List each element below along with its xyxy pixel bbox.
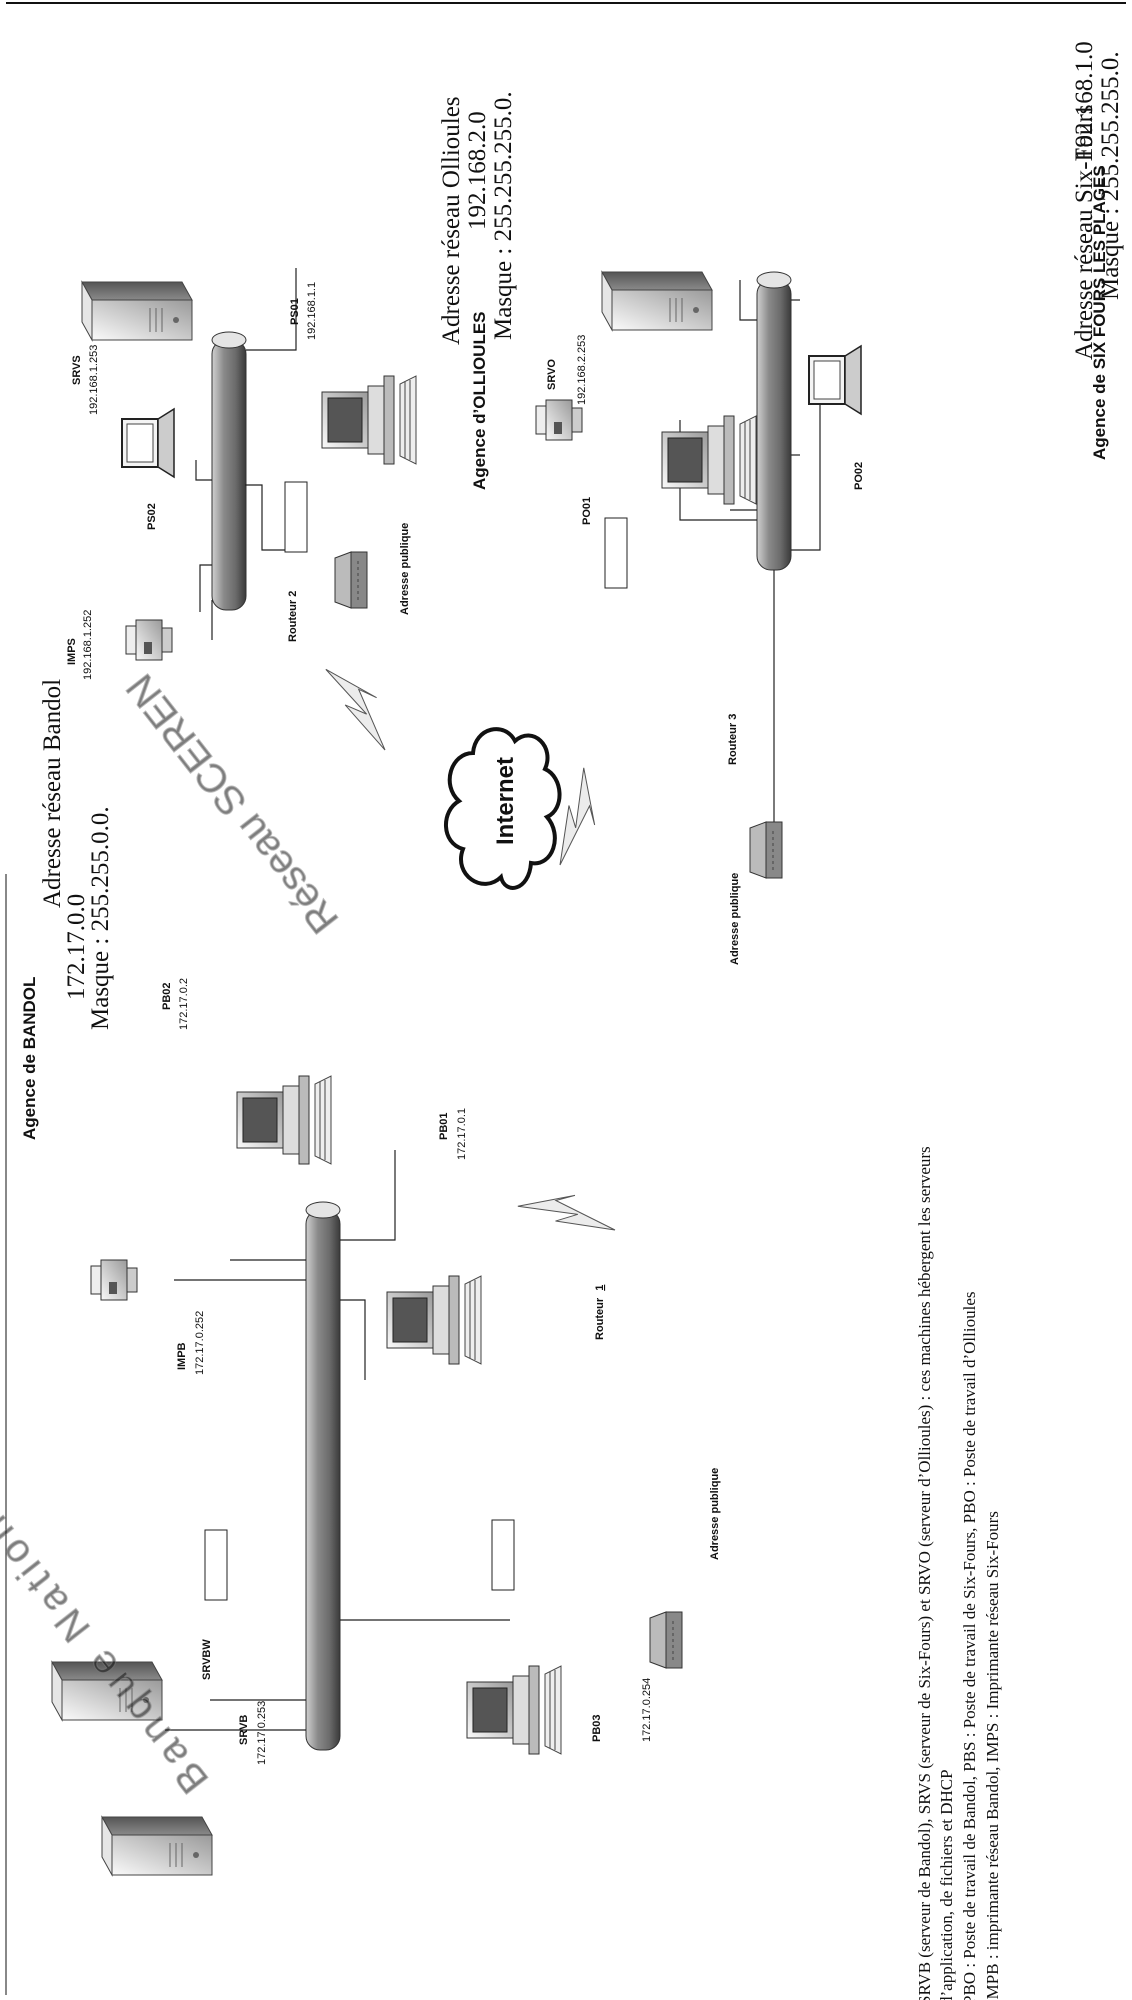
agency-bandol: Agence de BANDOL Adresse réseau Bandol 1…: [5, 679, 721, 1995]
imps-ip: 192.168.1.252: [82, 610, 94, 680]
po01-address-box: [604, 517, 628, 589]
imps-printer-icon: [125, 619, 173, 661]
legend-line-2: d’application, de fichiers et DHCP: [937, 1769, 956, 2000]
router-1-icon: [649, 1611, 683, 1669]
pb01-ip: 172.17.0.1: [456, 1108, 468, 1160]
watermark-line-2: Réseau SCEREN: [118, 666, 347, 942]
six-fours-title: Agence de SIX FOURS LES PLAGES: [1090, 165, 1109, 460]
bandol-backbone: [305, 1201, 341, 1751]
ollioules-network-label: Adresse réseau Ollioules: [438, 96, 465, 345]
po02-name: PO02: [853, 462, 865, 490]
pb02-ip: 172.17.0.2: [178, 978, 190, 1030]
six-fours-backbone: [211, 331, 247, 611]
srvb-server-icon: [101, 1816, 213, 1876]
bandol-cables: [165, 1150, 510, 1731]
srvs-ip: 192.168.1.253: [88, 345, 100, 415]
pb01-pc-icon: [386, 1275, 482, 1365]
srvbw-name: SRVBW: [201, 1639, 213, 1680]
internet-cloud: Internet: [444, 727, 562, 890]
router-1-public-address: Adresse publique: [709, 1468, 721, 1560]
pb03-address-box: [491, 1519, 515, 1591]
srvb-name: SRVB: [238, 1715, 250, 1745]
srvs-name: SRVS: [71, 355, 83, 385]
legend: SRVB (serveur de Bandol), SRVS (serveur …: [915, 1146, 1002, 2000]
bandol-network-address: 172.17.0.0: [63, 894, 90, 1000]
router-3-icon: [749, 821, 783, 879]
router-2-icon: [334, 551, 368, 609]
srvo-ip: 192.168.2.253: [576, 335, 588, 405]
ps01-name: PS01: [289, 298, 301, 325]
pb03-ip: 172.17.0.254: [641, 1678, 653, 1742]
ollioules-network-address: 192.168.2.0: [464, 111, 491, 230]
impb-ip: 172.17.0.252: [194, 1311, 206, 1375]
ps01-pc-icon: [321, 375, 417, 465]
router-2-public-address: Adresse publique: [399, 523, 411, 615]
ps02-name: PS02: [146, 503, 158, 530]
impb-name: IMPB: [176, 1342, 188, 1370]
srvbw-address-box: [204, 1529, 228, 1601]
internet-label: Internet: [492, 757, 519, 845]
ps01-ip: 192.168.1.1: [306, 282, 318, 340]
imps-name: IMPS: [66, 638, 78, 665]
po01-name: PO01: [581, 497, 593, 525]
ollioules-backbone: [756, 271, 792, 571]
router-3-name: Routeur 3: [727, 714, 739, 765]
ollioules-printer-icon: [535, 399, 583, 441]
impb-printer-icon: [90, 1259, 138, 1301]
router-1-label: Routeur: [594, 1297, 606, 1340]
legend-line-4: IMPB : imprimante réseau Bandol, IMPS : …: [983, 1511, 1002, 2000]
ollioules-title: Agence d’OLLIOULES: [470, 311, 489, 490]
bandol-link-bolt: [517, 1172, 621, 1255]
bandol-network-label: Adresse réseau Bandol: [39, 679, 66, 908]
agency-six-fours: Agence de SIX FOURS LES PLAGES Adresse r…: [6, 2, 1126, 761]
six-fours-cables: [195, 268, 297, 640]
agency-ollioules: Agence d’OLLIOULES Adresse réseau Olliou…: [438, 91, 865, 965]
legend-line-3: PBO : Poste de travail de Bandol, PBS : …: [960, 1292, 979, 2000]
po01-pc-icon: [661, 415, 757, 505]
pb03-pc-icon: [466, 1665, 562, 1755]
srvb-ip: 172.17.0.253: [256, 1701, 268, 1765]
bandol-title: Agence de BANDOL: [20, 977, 39, 1140]
ollioules-mask: Masque : 255.255.255.0.: [490, 91, 517, 340]
srvo-name: SRVO: [546, 359, 558, 390]
six-fours-network-label: Adresse réseau Six-Fours: [1071, 104, 1098, 360]
ps02-address-box: [284, 481, 308, 553]
router-2-name: Routeur 2: [287, 591, 299, 642]
pb02-name: PB02: [161, 982, 173, 1010]
srvo-server-icon: [601, 271, 713, 331]
pb01-name: PB01: [438, 1112, 450, 1140]
legend-line-1: SRVB (serveur de Bandol), SRVS (serveur …: [915, 1146, 934, 2000]
router-1-name: Routeur 1: [594, 1285, 606, 1340]
ollioules-cables: [679, 280, 821, 830]
pb02-pc-icon: [236, 1075, 332, 1165]
srvs-server-icon: [81, 281, 193, 341]
bandol-mask: Masque : 255.255.0.0.: [87, 806, 114, 1030]
six-fours-link-bolt: [325, 655, 395, 761]
po02-laptop-icon: [808, 345, 862, 415]
pb03-name: PB03: [591, 1714, 603, 1742]
six-fours-mask: Masque : 255.255.255.0.: [1097, 51, 1124, 300]
router-3-public-address: Adresse publique: [729, 873, 741, 965]
six-fours-network-address: 192.168.1.0: [1071, 41, 1098, 160]
ps02-laptop-icon: [121, 408, 175, 478]
router-1-number: 1: [594, 1285, 606, 1291]
